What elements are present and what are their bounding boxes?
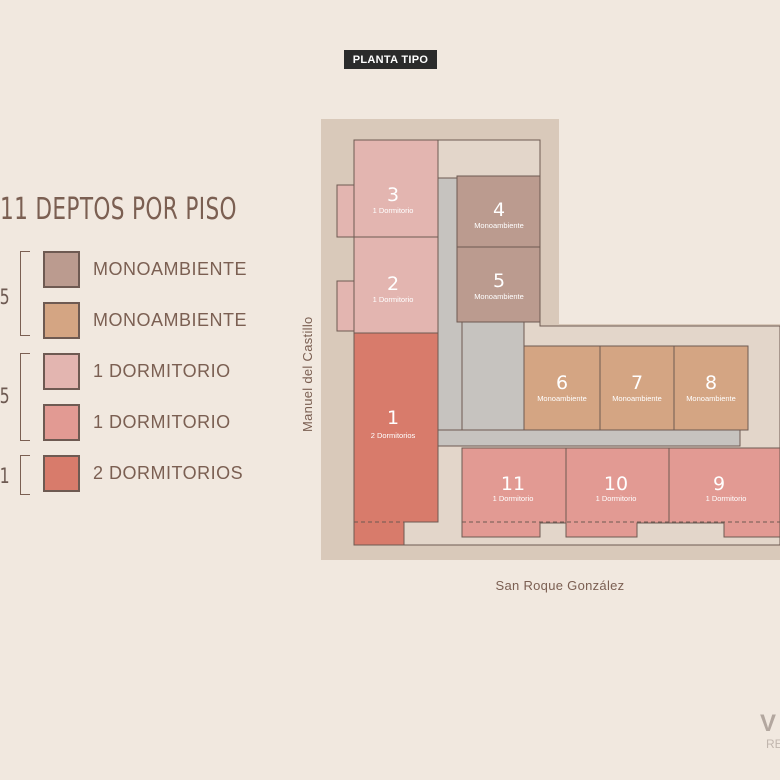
legend-item: 1 DORMITORIO bbox=[43, 353, 231, 390]
unit-2-number: 2 bbox=[387, 273, 399, 295]
unit-11-number: 11 bbox=[501, 473, 525, 495]
legend-swatch bbox=[43, 302, 80, 339]
balcony bbox=[336, 280, 356, 332]
unit-2-type: 1 Dormitorio bbox=[373, 295, 414, 304]
legend-group-count: 5 bbox=[0, 384, 10, 408]
unit-5-area bbox=[456, 246, 541, 323]
legend-label: MONOAMBIENTE bbox=[93, 259, 248, 279]
legend-group-bracket bbox=[20, 455, 30, 495]
unit-8-number: 8 bbox=[705, 372, 717, 394]
legend-swatch bbox=[43, 353, 80, 390]
legend-label: 1 DORMITORIO bbox=[93, 361, 231, 381]
unit-11-type: 1 Dormitorio bbox=[493, 494, 534, 503]
unit-4-area bbox=[456, 175, 541, 248]
legend-group-bracket bbox=[20, 353, 30, 441]
legend-group-count: 5 bbox=[0, 285, 10, 309]
unit-9-number: 9 bbox=[713, 473, 725, 495]
legend-item: MONOAMBIENTE bbox=[43, 302, 247, 339]
unit-6: 6 Monoambiente bbox=[523, 345, 601, 431]
unit-7-number: 7 bbox=[631, 372, 643, 394]
legend-swatch bbox=[43, 404, 80, 441]
unit-4: 4 Monoambiente bbox=[456, 175, 541, 248]
street-label-bottom: San Roque González bbox=[495, 578, 625, 593]
brand-logo: V bbox=[760, 710, 777, 737]
unit-2: 2 1 Dormitorio bbox=[353, 236, 439, 334]
unit-9-type: 1 Dormitorio bbox=[706, 494, 747, 503]
unit-10-type: 1 Dormitorio bbox=[596, 494, 637, 503]
legend-title: 11 DEPTOS POR PISO bbox=[0, 192, 237, 227]
legend-label: 1 DORMITORIO bbox=[93, 412, 231, 432]
unit-1-number: 1 bbox=[387, 407, 399, 429]
unit-4-type: Monoambiente bbox=[474, 221, 524, 230]
legend-item: 1 DORMITORIO bbox=[43, 404, 231, 441]
plan-title-badge: PLANTA TIPO bbox=[344, 50, 437, 69]
street-label-side: Manuel del Castillo bbox=[300, 316, 315, 432]
legend-label: 2 DORMITORIOS bbox=[93, 463, 244, 483]
legend-group-count: 1 bbox=[0, 464, 10, 488]
legend-group-bracket bbox=[20, 251, 30, 336]
legend-item: 2 DORMITORIOS bbox=[43, 455, 243, 492]
unit-1-type: 2 Dormitorios bbox=[371, 431, 416, 440]
unit-5-type: Monoambiente bbox=[474, 292, 524, 301]
unit-2-area bbox=[353, 236, 439, 334]
unit-3-number: 3 bbox=[387, 184, 399, 206]
unit-6-area bbox=[523, 345, 601, 431]
unit-7: 7 Monoambiente bbox=[599, 345, 675, 431]
unit-4-number: 4 bbox=[493, 199, 505, 221]
unit-10: 10 1 Dormitorio bbox=[565, 447, 670, 538]
unit-5: 5 Monoambiente bbox=[456, 246, 541, 323]
legend-label: MONOAMBIENTE bbox=[93, 310, 248, 330]
legend-item: MONOAMBIENTE bbox=[43, 251, 247, 288]
unit-3-area bbox=[353, 139, 439, 238]
unit-6-number: 6 bbox=[556, 372, 568, 394]
unit-10-number: 10 bbox=[604, 473, 628, 495]
unit-5-number: 5 bbox=[493, 270, 505, 292]
unit-7-type: Monoambiente bbox=[612, 394, 662, 403]
corridor bbox=[437, 429, 741, 447]
unit-8: 8 Monoambiente bbox=[673, 345, 749, 431]
corridor bbox=[461, 321, 525, 447]
balcony bbox=[336, 184, 356, 238]
brand-logo-sub: RE bbox=[766, 737, 780, 751]
legend-swatch bbox=[43, 251, 80, 288]
unit-1: 1 2 Dormitorios bbox=[353, 332, 439, 546]
unit-6-type: Monoambiente bbox=[537, 394, 587, 403]
unit-8-type: Monoambiente bbox=[686, 394, 736, 403]
unit-3-type: 1 Dormitorio bbox=[373, 206, 414, 215]
legend-swatch bbox=[43, 455, 80, 492]
unit-3: 3 1 Dormitorio bbox=[353, 139, 439, 238]
unit-9: 9 1 Dormitorio bbox=[668, 447, 780, 538]
unit-8-area bbox=[673, 345, 749, 431]
unit-9-area bbox=[668, 447, 780, 538]
